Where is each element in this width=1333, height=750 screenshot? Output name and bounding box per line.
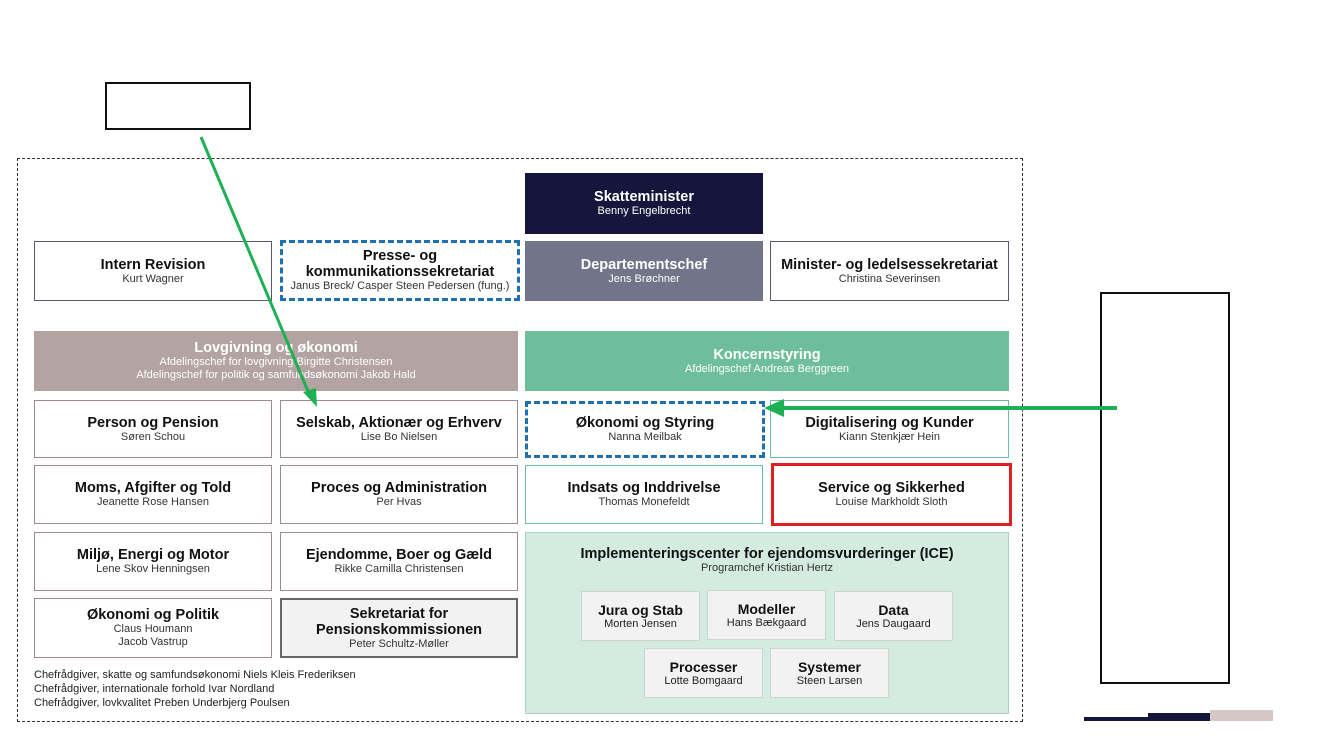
unit-name: Thomas Monefeldt <box>598 496 690 508</box>
unit-title: Modeller <box>737 600 796 617</box>
ice-unit-jura: Jura og Stab Morten Jensen <box>581 591 700 641</box>
unit-name: Hans Bækgaard <box>726 616 807 629</box>
koncernstyring-header: Koncernstyring Afdelingschef Andreas Ber… <box>525 331 1009 391</box>
unit-title: Ejendomme, Boer og Gæld <box>305 547 493 563</box>
ice-header: Implementeringscenter for ejendomsvurder… <box>525 546 1009 575</box>
unit-name: Lene Skov Henningsen <box>96 563 210 575</box>
presse-title-line1: Presse- og <box>362 248 438 264</box>
unit-okonomi-og-styring: Økonomi og Styring Nanna Meilbak <box>525 401 765 458</box>
unit-name: Morten Jensen <box>604 617 677 630</box>
departementschef-box: Departementschef Jens Brøchner <box>525 241 763 301</box>
unit-name: Lotte Bomgaard <box>664 674 743 687</box>
departementschef-title: Departementschef <box>580 256 708 273</box>
decor-bar-dark <box>1084 717 1210 721</box>
unit-title: Person og Pension <box>87 414 219 431</box>
intern-revision-name: Kurt Wagner <box>122 272 184 285</box>
minister-title: Skatteminister <box>594 189 694 205</box>
unit-name: Louise Markholdt Sloth <box>835 496 948 508</box>
lovgivning-sub1: Afdelingschef for lovgivning Birgitte Ch… <box>159 356 393 368</box>
unit-service-og-sikkerhed: Service og Sikkerhed Louise Markholdt Sl… <box>771 463 1012 526</box>
unit-title: Digitalisering og Kunder <box>805 414 974 431</box>
unit-name2: Jacob Vastrup <box>118 636 188 648</box>
lovgivning-title: Lovgivning og økonomi <box>194 340 358 356</box>
unit-name: Jens Daugaard <box>856 617 931 630</box>
unit-title: Miljø, Energi og Motor <box>76 547 230 563</box>
ice-sub: Programchef Kristian Hertz <box>700 562 834 574</box>
unit-ejendomme: Ejendomme, Boer og Gæld Rikke Camilla Ch… <box>280 532 518 591</box>
minister-sekretariat-title: Minister- og ledelsessekretariat <box>781 256 998 273</box>
unit-selskab: Selskab, Aktionær og Erhverv Lise Bo Nie… <box>280 400 518 458</box>
annotation-box-top-left <box>105 82 251 130</box>
minister-box: Skatteminister Benny Engelbrecht <box>525 173 763 234</box>
minister-sekretariat-box: Minister- og ledelsessekretariat Christi… <box>770 241 1009 301</box>
decor-bar-light <box>1210 710 1273 721</box>
unit-title: Data <box>878 601 909 618</box>
green-arrow-horizontal <box>764 399 1117 417</box>
unit-name: Per Hvas <box>376 496 422 508</box>
unit-title: Økonomi og Styring <box>575 415 715 431</box>
intern-revision-title: Intern Revision <box>100 256 206 273</box>
unit-person-og-pension: Person og Pension Søren Schou <box>34 400 272 458</box>
presse-name: Janus Breck/ Casper Steen Pedersen (fung… <box>290 280 510 292</box>
unit-title: Økonomi og Politik <box>86 607 220 623</box>
unit-proces: Proces og Administration Per Hvas <box>280 465 518 524</box>
unit-indsats: Indsats og Inddrivelse Thomas Monefeldt <box>525 465 763 524</box>
ice-unit-systemer: Systemer Steen Larsen <box>770 648 889 698</box>
unit-name: Lise Bo Nielsen <box>360 430 438 443</box>
unit-title: Systemer <box>797 658 862 675</box>
unit-title: Indsats og Inddrivelse <box>567 480 721 496</box>
unit-title-line2: Pensionskommissionen <box>316 621 482 638</box>
unit-title: Service og Sikkerhed <box>818 480 965 496</box>
chefraadgiver-line: Chefrådgiver, internationale forhold Iva… <box>34 683 275 695</box>
unit-okonomi-og-politik: Økonomi og Politik Claus Houmann Jacob V… <box>34 598 272 658</box>
chefraadgiver-line: Chefrådgiver, skatte og samfundsøkonomi … <box>34 669 356 681</box>
ice-unit-data: Data Jens Daugaard <box>834 591 953 641</box>
minister-sekretariat-name: Christina Severinsen <box>838 272 941 285</box>
unit-name: Rikke Camilla Christensen <box>334 563 464 575</box>
departementschef-name: Jens Brøchner <box>608 272 680 285</box>
unit-title: Jura og Stab <box>598 601 683 618</box>
unit-title: Moms, Afgifter og Told <box>74 480 232 496</box>
intern-revision-box: Intern Revision Kurt Wagner <box>34 241 272 301</box>
unit-name: Jeanette Rose Hansen <box>97 496 209 508</box>
unit-miljo: Miljø, Energi og Motor Lene Skov Henning… <box>34 532 272 591</box>
ice-unit-processer: Processer Lotte Bomgaard <box>644 648 763 698</box>
unit-title: Processer <box>669 658 738 675</box>
chefraadgiver-list: Chefrådgiver, skatte og samfundsøkonomi … <box>34 668 514 710</box>
green-arrow-diagonal <box>199 136 317 407</box>
unit-name: Søren Schou <box>120 430 186 443</box>
koncernstyring-sub: Afdelingschef Andreas Berggreen <box>685 362 849 375</box>
org-chart-frame <box>17 158 1023 722</box>
unit-title: Proces og Administration <box>311 480 487 496</box>
unit-name: Peter Schultz-Møller <box>349 637 449 650</box>
chefraadgiver-line: Chefrådgiver, lovkvalitet Preben Underbj… <box>34 697 290 709</box>
lovgivning-header: Lovgivning og økonomi Afdelingschef for … <box>34 331 518 391</box>
unit-name: Claus Houmann <box>113 623 193 635</box>
unit-moms: Moms, Afgifter og Told Jeanette Rose Han… <box>34 465 272 524</box>
unit-name: Steen Larsen <box>796 674 863 687</box>
unit-name: Nanna Meilbak <box>608 431 682 443</box>
decor-bar-dark-thick <box>1148 713 1210 721</box>
koncernstyring-title: Koncernstyring <box>713 346 821 363</box>
minister-name: Benny Engelbrecht <box>597 205 691 217</box>
annotation-box-right <box>1100 292 1230 684</box>
presse-box: Presse- og kommunikationssekretariat Jan… <box>280 240 520 301</box>
unit-name: Kiann Stenkjær Hein <box>839 430 940 443</box>
lovgivning-sub2: Afdelingschef for politik og samfundsøko… <box>136 369 416 381</box>
unit-sekretariat-pension: Sekretariat for Pensionskommissionen Pet… <box>280 598 518 658</box>
unit-title: Selskab, Aktionær og Erhverv <box>296 414 502 431</box>
ice-title: Implementeringscenter for ejendomsvurder… <box>580 546 954 562</box>
presse-title-line2: kommunikationssekretariat <box>305 264 495 280</box>
unit-title-line1: Sekretariat for <box>349 605 449 622</box>
ice-unit-modeller: Modeller Hans Bækgaard <box>707 590 826 640</box>
